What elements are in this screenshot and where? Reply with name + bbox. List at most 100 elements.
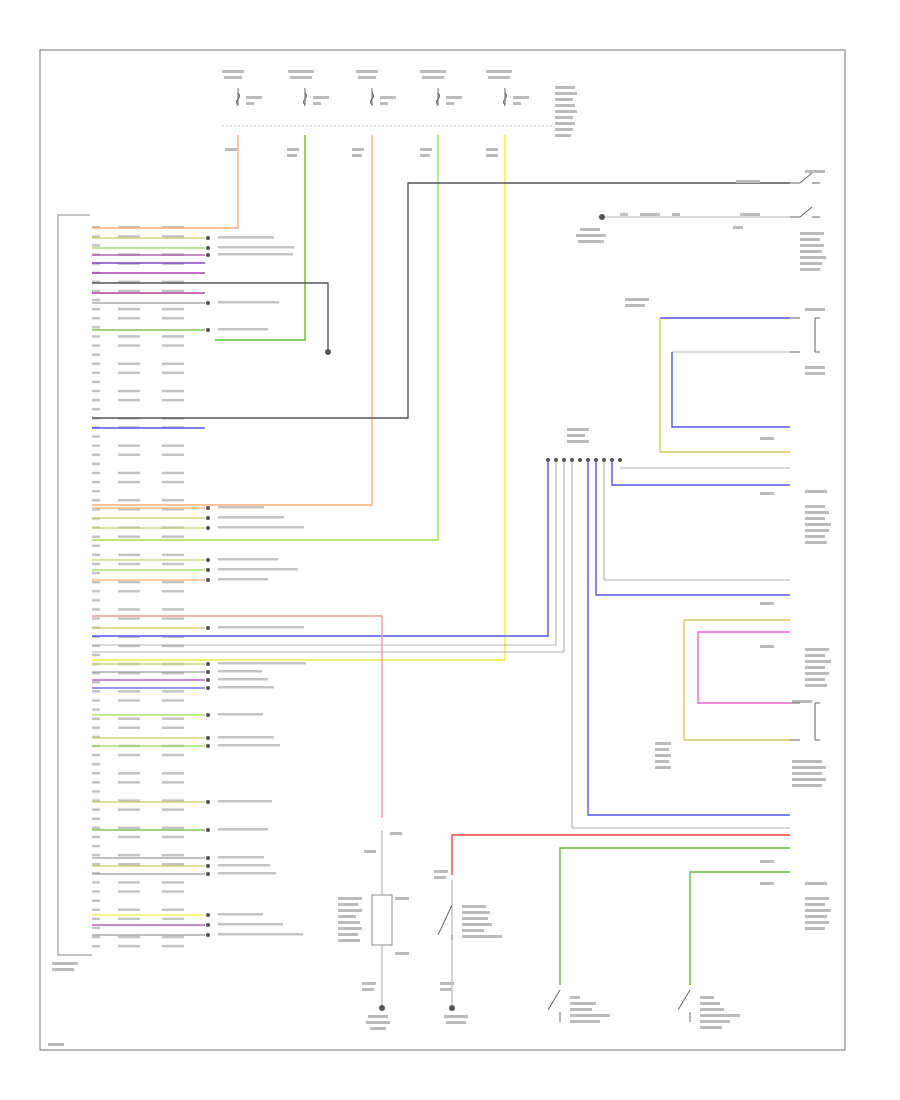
wires (92, 135, 790, 1005)
pin-number-mark (92, 553, 100, 557)
destination-label-mark (218, 744, 280, 747)
wire-green-right-2 (689, 871, 790, 985)
pin-number-mark (92, 644, 100, 648)
pin-number-mark (92, 881, 100, 884)
circuit-number-mark (162, 344, 184, 347)
pin-row (92, 280, 184, 284)
pin-row (92, 699, 184, 702)
pin-row (92, 917, 184, 921)
pin-row (92, 471, 184, 475)
pin-row (92, 681, 100, 684)
pin-number-mark (92, 826, 100, 830)
pin-row (92, 735, 100, 739)
circuit-number-mark (162, 781, 184, 784)
wire-orange-fuse1 (92, 135, 239, 229)
pin-row (92, 826, 184, 830)
wire-blue-to-block (92, 462, 549, 637)
circuit-number-mark (162, 307, 184, 311)
pin-row (92, 307, 184, 311)
pin-row (92, 817, 100, 820)
connector-dot (206, 800, 210, 804)
pin-row (92, 444, 184, 447)
pin-row (92, 362, 184, 365)
circuit-number-mark (162, 617, 184, 620)
pin-row (92, 335, 184, 338)
connector-block-pin (618, 458, 622, 462)
destination-label-mark (218, 864, 270, 867)
circuit-number-mark (162, 644, 184, 648)
connector-block-pin (578, 458, 582, 462)
pin-number-mark (92, 335, 100, 338)
pin-rows (92, 226, 306, 948)
wire-gray-to-block (92, 462, 557, 646)
connector-dot (206, 864, 210, 868)
destination-label-mark (218, 626, 304, 629)
circuit-number-mark (162, 799, 184, 802)
wire-color-mark (118, 453, 140, 456)
circuit-number-mark (162, 317, 184, 320)
pin-number-mark (92, 280, 100, 284)
wire-dark-switch (92, 182, 790, 419)
connector-dot (206, 578, 210, 582)
wire-color-mark (118, 535, 140, 538)
wire-color-mark (118, 935, 140, 939)
wire-color-mark (118, 444, 140, 447)
wire-color-mark (118, 644, 140, 648)
destination-label-mark (218, 662, 306, 665)
pin-row (92, 899, 100, 902)
pin-row (92, 799, 184, 802)
circuit-number-mark (162, 826, 184, 830)
wire-color-mark (118, 335, 140, 338)
wire-color-mark (118, 389, 140, 393)
wire-color-mark (118, 799, 140, 802)
circuit-number-mark (162, 699, 184, 702)
circuit-number-mark (162, 226, 184, 229)
destination-label-mark (218, 301, 279, 304)
wire-color-mark (118, 690, 140, 693)
destination-label-mark (218, 736, 274, 739)
pin-number-mark (92, 608, 100, 611)
pin-row (92, 644, 184, 648)
destination-label-mark (218, 933, 303, 936)
pin-row (92, 617, 184, 620)
wire-blue-block-2 (595, 462, 790, 596)
connector-dot (206, 686, 210, 690)
wire-color-mark (118, 226, 140, 229)
connector-dot (206, 516, 210, 520)
wire-color-mark (118, 671, 140, 675)
pin-row (92, 772, 184, 775)
wire-olive-sensor (659, 318, 790, 453)
circuit-number-mark (162, 499, 184, 502)
fuse-symbols (236, 88, 507, 106)
pin-row (92, 499, 184, 502)
circuit-number-mark (162, 235, 184, 238)
wire-color-mark (118, 608, 140, 611)
pin-row (92, 462, 100, 466)
pin-row (92, 908, 184, 911)
pin-number-mark (92, 307, 100, 311)
wire-color-mark (118, 562, 140, 566)
connector-block-pin (586, 458, 590, 462)
wire-color-mark (118, 890, 140, 893)
pin-number-mark (92, 735, 100, 739)
wire-olive-middle (683, 619, 790, 741)
instrument-cluster-outline (57, 214, 92, 956)
pin-number-mark (92, 917, 100, 921)
wire-color-mark (118, 699, 140, 702)
connector-dot (206, 526, 210, 530)
pin-number-mark (92, 717, 100, 720)
connector-block-pins (546, 458, 622, 462)
pin-row (92, 653, 100, 657)
circuit-number-mark (162, 890, 184, 893)
connector-dot (206, 626, 210, 630)
pin-row (92, 508, 184, 511)
circuit-number-mark (162, 362, 184, 365)
wire-color-mark (118, 826, 140, 830)
bottom-switches (338, 832, 740, 1030)
wire-color-mark (118, 508, 140, 511)
pin-number-mark (92, 844, 100, 848)
pin-row (92, 708, 100, 711)
pin-row (92, 371, 184, 375)
connector-dot (206, 736, 210, 740)
circuit-number-mark (162, 389, 184, 393)
